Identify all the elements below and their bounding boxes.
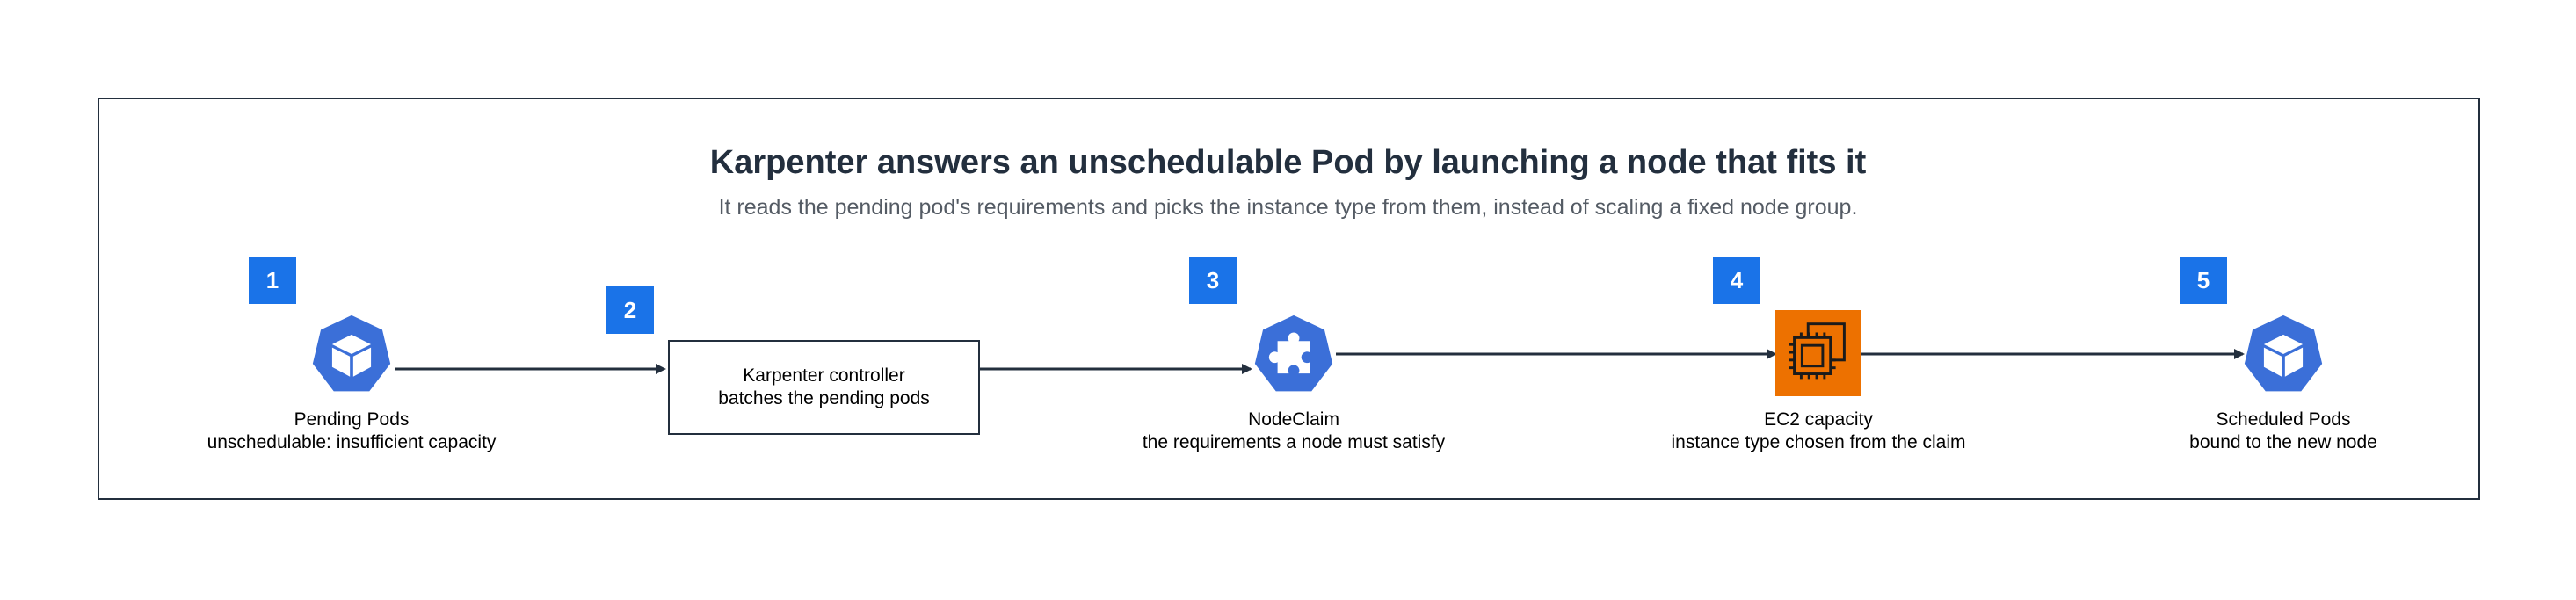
karpenter-controller-box: Karpenter controller batches the pending… [668, 340, 980, 435]
step-name: NodeClaim [1248, 409, 1339, 430]
step-name: Scheduled Pods [2216, 409, 2351, 430]
ec2-instances-icon [1775, 310, 1861, 396]
step-detail: unschedulable: insufficient capacity [207, 432, 497, 452]
diagram-title: Karpenter answers an unschedulable Pod b… [709, 144, 1867, 181]
pod-cube-icon [2244, 314, 2323, 392]
step-label-nodeclaim: NodeClaim the requirements a node must s… [1048, 408, 1540, 454]
step-badge-1: 1 [249, 257, 296, 304]
step-detail: bound to the new node [2189, 432, 2377, 452]
step-badge-5: 5 [2180, 257, 2227, 304]
step-label-scheduled-pods: Scheduled Pods bound to the new node [2037, 408, 2529, 454]
step-detail: the requirements a node must satisfy [1142, 432, 1446, 452]
diagram-frame [98, 98, 2480, 500]
step-name: EC2 capacity [1764, 409, 1873, 430]
step-label-ec2-capacity: EC2 capacity instance type chosen from t… [1572, 408, 2064, 454]
diagram-subtitle: It reads the pending pod's requirements … [718, 195, 1858, 220]
step-badge-4: 4 [1713, 257, 1760, 304]
controller-name: Karpenter controller [743, 365, 905, 386]
step-label-pending-pods: Pending Pods unschedulable: insufficient… [105, 408, 598, 454]
step-detail: instance type chosen from the claim [1671, 432, 1966, 452]
step-badge-3: 3 [1189, 257, 1237, 304]
step-badge-2: 2 [606, 286, 654, 334]
pod-cube-icon [312, 314, 391, 392]
step-name: Pending Pods [294, 409, 410, 430]
puzzle-piece-icon [1254, 314, 1333, 392]
controller-detail: batches the pending pods [718, 388, 930, 408]
